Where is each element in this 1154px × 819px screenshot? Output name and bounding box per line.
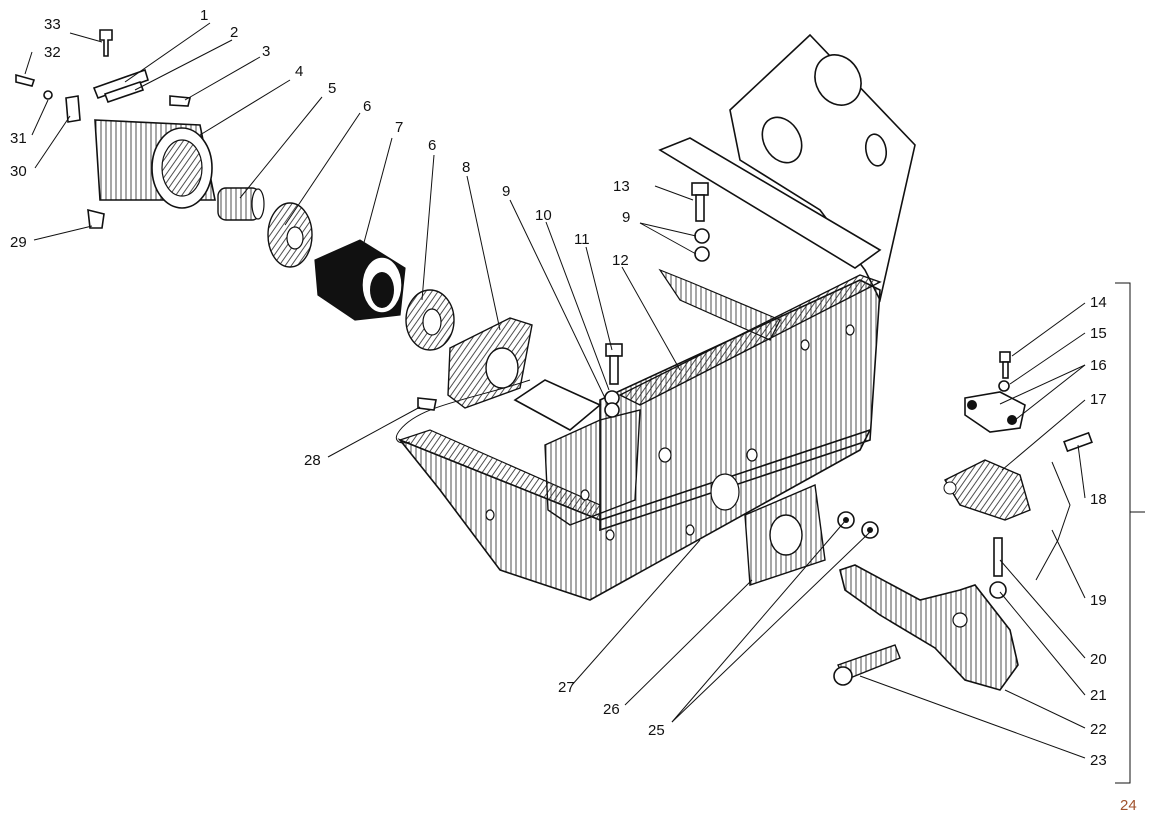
callout-25: 25: [648, 722, 665, 739]
pin-part-18: [1063, 431, 1093, 453]
small-fasteners-left: [15, 29, 437, 411]
callout-9: 9: [502, 183, 510, 200]
leader-lines: [24, 22, 1086, 759]
callout-26: 26: [603, 701, 620, 718]
chain-part-19: [1035, 461, 1071, 581]
hitch-hook-part-22: [839, 564, 1019, 691]
callout-3: 3: [262, 43, 270, 60]
bracket-part-17: [943, 459, 1031, 521]
callout-21: 21: [1090, 687, 1107, 704]
callout-labels: 1 2 3 4 5 6 6 7 8 9 9 10 11 12 13 14 15 …: [10, 7, 1137, 814]
callout-12: 12: [612, 252, 629, 269]
callout-6: 6: [363, 98, 371, 115]
callout-18: 18: [1090, 491, 1107, 508]
housing-part-4: [94, 119, 216, 209]
washer-part-6: [267, 202, 313, 268]
flange-cover-part-8: [447, 317, 533, 409]
callout-6: 6: [428, 137, 436, 154]
callout-20: 20: [1090, 651, 1107, 668]
frame-bracket: [395, 33, 916, 601]
group-label-24: 24: [1120, 797, 1137, 814]
nuts: [837, 511, 879, 539]
bolt-part-20-21: [989, 537, 1007, 599]
callout-1: 1: [200, 7, 208, 24]
callout-29: 29: [10, 234, 27, 251]
bolt-part-23: [833, 644, 901, 686]
callout-17: 17: [1090, 391, 1107, 408]
callout-9: 9: [622, 209, 630, 226]
callout-23: 23: [1090, 752, 1107, 769]
callout-19: 19: [1090, 592, 1107, 609]
flange-plate: [744, 483, 826, 586]
callout-30: 30: [10, 163, 27, 180]
callout-22: 22: [1090, 721, 1107, 738]
callout-16: 16: [1090, 357, 1107, 374]
callout-7: 7: [395, 119, 403, 136]
callout-13: 13: [613, 178, 630, 195]
callout-2: 2: [230, 24, 238, 41]
callout-8: 8: [462, 159, 470, 176]
callout-4: 4: [295, 63, 303, 80]
group-bracket: [1115, 282, 1145, 784]
callout-5: 5: [328, 80, 336, 97]
callout-15: 15: [1090, 325, 1107, 342]
callout-14: 14: [1090, 294, 1107, 311]
small-fasteners-right: [998, 351, 1011, 392]
callout-28: 28: [304, 452, 321, 469]
roller-part-7: [314, 239, 406, 321]
bushing-part-5: [217, 187, 265, 221]
callout-31: 31: [10, 130, 27, 147]
callout-32: 32: [44, 44, 61, 61]
callout-27: 27: [558, 679, 575, 696]
callout-10: 10: [535, 207, 552, 224]
callout-11: 11: [574, 231, 590, 248]
clamp-part-16: [964, 391, 1026, 433]
callout-33: 33: [44, 16, 61, 33]
washer-part-6b: [405, 289, 455, 351]
